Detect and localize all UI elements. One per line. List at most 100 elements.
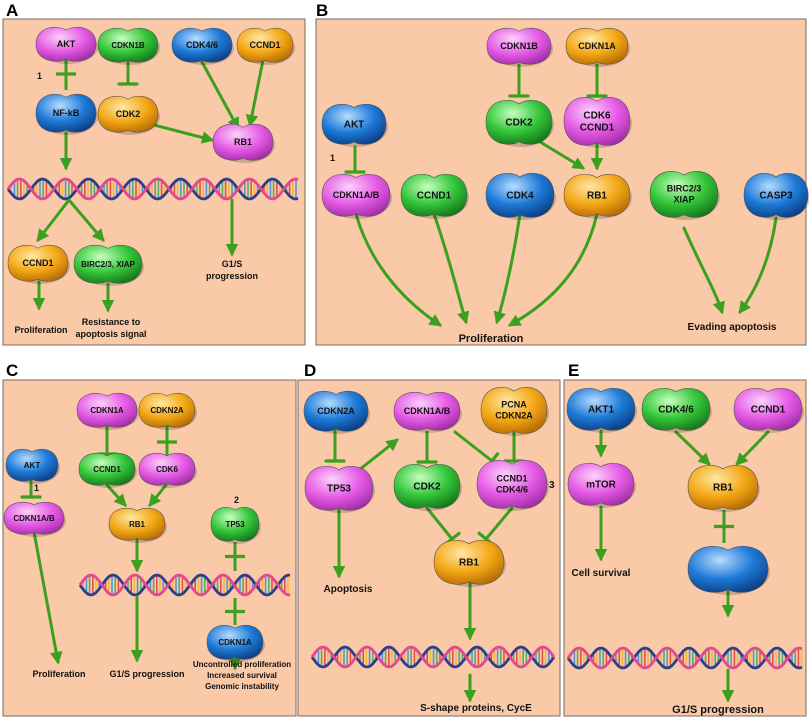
node-b-cdkn1b-label: CDKN1B — [500, 41, 538, 51]
node-c-akt: AKT — [5, 448, 60, 484]
node-a-rb1-label: RB1 — [234, 137, 252, 147]
node-c-tp53-label: TP53 — [225, 520, 245, 529]
edge-c-dna-cdkn1a — [225, 598, 245, 625]
node-a-cdkn1b: CDKN1B — [97, 27, 160, 65]
edge-b-birc-apoptosis — [682, 226, 725, 315]
node-c-cdkn2a: CDKN2A — [138, 392, 197, 430]
node-c-akt-label: AKT — [24, 461, 41, 470]
edge-c-ccnd1-rb1 — [105, 483, 127, 507]
node-b-akt-label: AKT — [344, 120, 365, 131]
panel-c-outcome-3: Genomic instability — [205, 682, 279, 691]
node-c-cdkn1ab-label: CDKN1A/B — [13, 514, 55, 523]
node-b-cdk6-ccnd1-label-2: CCND1 — [580, 123, 615, 134]
panel-b-number-1: 1 — [330, 153, 335, 163]
node-c-cdkn1ab: CDKN1A/B — [3, 501, 66, 537]
node-a-akt: AKT — [35, 26, 98, 64]
panel-b-letter: B — [316, 1, 328, 20]
dna-helix-d — [310, 645, 556, 669]
node-a-birc-label: BIRC2/3, XIAP — [81, 260, 135, 269]
node-e-cdk46: CDK4/6 — [641, 388, 712, 433]
node-d-rb1: RB1 — [433, 540, 506, 587]
panel-d-number-3: 3 — [549, 480, 555, 491]
node-d-cdkn2a: CDKN2A — [303, 391, 370, 434]
edge-b-ccnd1-proliferation — [432, 212, 470, 325]
node-a-akt-label: AKT — [57, 39, 76, 49]
panel-c-number-1: 1 — [34, 483, 39, 493]
node-a-cdk2-label: CDK2 — [116, 109, 141, 119]
node-b-cdkn1b: CDKN1B — [486, 28, 553, 67]
node-c-rb1-label: RB1 — [129, 520, 146, 529]
node-b-akt: AKT — [321, 104, 388, 147]
node-d-cdkn1ab: CDKN1A/B — [393, 392, 462, 433]
dna-helix-e — [566, 646, 803, 670]
node-c-rb1: RB1 — [108, 507, 167, 543]
node-c-cdkn1a-label: CDKN1A — [90, 406, 124, 415]
edge-c-cdkn2a-cdk6 — [157, 426, 177, 458]
node-d-pcna-cdkn2a-label-1: PCNA — [501, 400, 527, 410]
node-b-ccnd1-label: CCND1 — [417, 191, 452, 202]
edge-a-cdk2-rb1 — [152, 123, 215, 144]
node-d-cdkn1ab-label: CDKN1A/B — [404, 406, 451, 416]
node-d-ccnd1-cdk46-label-2: CDK4/6 — [496, 485, 528, 495]
edge-e-rb1-unlabeled — [714, 510, 734, 543]
edge-a-dna-ccnd1 — [36, 198, 71, 242]
panel-e-letter: E — [568, 361, 579, 380]
edge-b-akt-cdkn1ab — [344, 145, 366, 174]
edge-c-akt-cdkn1ab — [20, 479, 42, 499]
node-c-cdk6-label: CDK6 — [156, 465, 178, 474]
node-a-ccnd1-out-label: CCND1 — [22, 258, 53, 268]
panel-a-proliferation: Proliferation — [14, 325, 67, 335]
edge-b-cdkn1a-cdk6 — [586, 63, 608, 98]
node-c-cdkn1a-out: CDKN1A — [206, 624, 265, 662]
edge-b-cdkn1ab-proliferation — [354, 212, 443, 327]
node-e-rb1-label: RB1 — [713, 483, 733, 494]
panel-a-resistance-line1: Resistance to — [82, 317, 141, 327]
panel-e-cell-survival: Cell survival — [572, 568, 631, 579]
node-a-cdk46-label: CDK4/6 — [186, 40, 218, 50]
node-b-rb1-label: RB1 — [587, 191, 607, 202]
panel-b-evading-apoptosis: Evading apoptosis — [688, 322, 777, 333]
panel-c-outcome-2: Increased survival — [207, 671, 277, 680]
edge-d-tp53-cdkn1ab — [357, 438, 399, 472]
node-b-cdkn1ab: CDKN1A/B — [321, 174, 392, 219]
node-a-nfkb: NF-kB — [35, 94, 98, 135]
node-d-ccnd1-cdk46-label-1: CCND1 — [496, 474, 527, 484]
panel-a-resistance-line2: apoptosis signal — [75, 329, 146, 339]
panel-c-letter: C — [6, 361, 18, 380]
panel-c-g1s: G1/S progression — [109, 669, 184, 679]
node-a-cdk2: CDK2 — [97, 96, 160, 135]
node-d-pcna-cdkn2a-label-2: CDKN2A — [495, 411, 533, 421]
edge-b-cdk2-rb1 — [535, 138, 586, 170]
panel-a-g1s-line2: progression — [206, 271, 258, 281]
node-c-ccnd1-label: CCND1 — [93, 465, 121, 474]
node-a-cdkn1b-label: CDKN1B — [111, 41, 145, 50]
panel-c-outcome-1: Uncontrolled proliferation — [193, 660, 291, 669]
node-d-cdk2: CDK2 — [393, 464, 462, 511]
node-c-cdkn1a: CDKN1A — [76, 392, 139, 430]
node-d-cdk2-label: CDK2 — [413, 482, 441, 493]
edge-e-cdk46-rb1 — [674, 430, 711, 466]
node-c-cdk6: CDK6 — [138, 452, 197, 488]
panel-e-g1s: G1/S progression — [672, 704, 764, 716]
node-c-cdkn1a-out-label: CDKN1A — [218, 638, 252, 647]
edge-c-cdkn1ab-proliferation — [32, 530, 63, 665]
panel-c-proliferation: Proliferation — [32, 669, 85, 679]
node-e-cdk46-label: CDK4/6 — [658, 405, 694, 416]
node-e-akt1-label: AKT1 — [588, 405, 615, 416]
edge-a-cdk46-rb1 — [200, 60, 240, 131]
dna-helix-c — [78, 573, 290, 597]
node-b-cdkn1a: CDKN1A — [565, 28, 630, 67]
edge-a-ccnd1-rb1 — [245, 58, 265, 128]
node-b-cdk6-ccnd1-label-1: CDK6 — [583, 111, 611, 122]
node-b-cdkn1ab-label: CDKN1A/B — [333, 190, 380, 200]
node-d-tp53-label: TP53 — [327, 484, 351, 495]
node-e-mtor: mTOR — [567, 463, 636, 508]
edge-c-cdk6-rb1 — [148, 483, 168, 507]
node-c-cdkn2a-label: CDKN2A — [150, 406, 184, 415]
panel-d-letter: D — [304, 361, 316, 380]
node-a-birc: BIRC2/3, XIAP — [73, 245, 144, 286]
